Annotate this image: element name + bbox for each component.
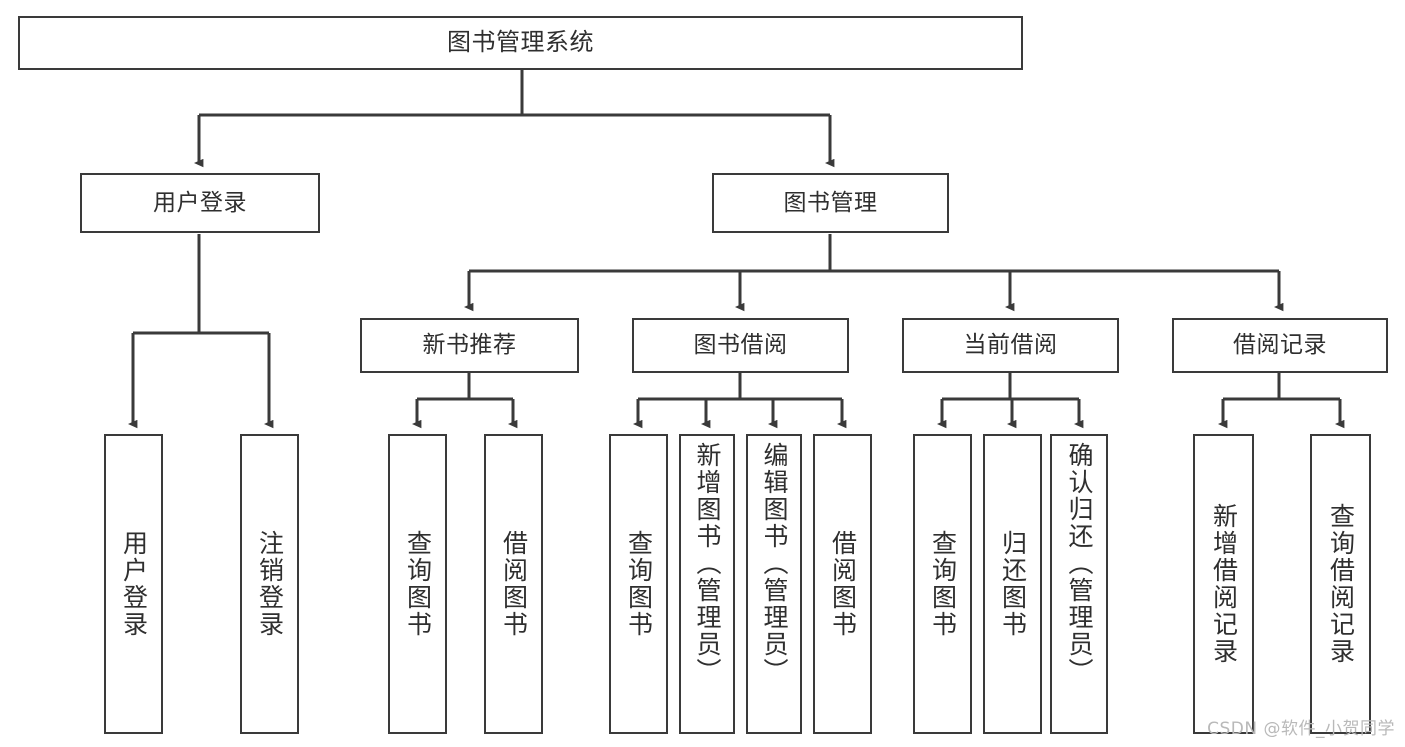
node-user-login-label: 用户登录: [153, 189, 247, 216]
node-leaf-query-book-1[interactable]: 查询图书: [388, 434, 447, 734]
node-leaf-return-book[interactable]: 归还图书: [983, 434, 1042, 734]
node-leaf-query-record[interactable]: 查询借阅记录: [1310, 434, 1371, 734]
node-leaf-return-book-label: 归还图书: [998, 530, 1028, 638]
node-leaf-query-book-2[interactable]: 查询图书: [609, 434, 668, 734]
node-borrow-record-label: 借阅记录: [1233, 332, 1327, 359]
node-leaf-logout-login-label: 注销登录: [255, 530, 285, 638]
node-new-book-recommend[interactable]: 新书推荐: [360, 318, 579, 373]
node-user-login[interactable]: 用户登录: [80, 173, 320, 233]
node-leaf-query-book-3[interactable]: 查询图书: [913, 434, 972, 734]
node-leaf-add-book[interactable]: 新增图书（管理员）: [679, 434, 735, 734]
node-book-borrow[interactable]: 图书借阅: [632, 318, 849, 373]
node-leaf-user-login-label: 用户登录: [119, 530, 149, 638]
node-leaf-query-record-label: 查询借阅记录: [1326, 503, 1356, 665]
node-leaf-borrow-book-2[interactable]: 借阅图书: [813, 434, 872, 734]
node-leaf-add-record[interactable]: 新增借阅记录: [1193, 434, 1254, 734]
node-current-borrow[interactable]: 当前借阅: [902, 318, 1119, 373]
node-root[interactable]: 图书管理系统: [18, 16, 1023, 70]
node-leaf-edit-book-label: 编辑图书（管理员）: [760, 442, 789, 685]
node-current-borrow-label: 当前借阅: [963, 332, 1058, 359]
node-new-book-recommend-label: 新书推荐: [422, 332, 517, 359]
node-book-borrow-label: 图书借阅: [693, 332, 788, 359]
node-root-label: 图书管理系统: [447, 28, 594, 57]
node-leaf-confirm-return[interactable]: 确认归还（管理员）: [1050, 434, 1108, 734]
node-leaf-add-book-label: 新增图书（管理员）: [693, 442, 722, 685]
node-leaf-borrow-book-1-label: 借阅图书: [499, 530, 529, 638]
node-borrow-record[interactable]: 借阅记录: [1172, 318, 1388, 373]
node-leaf-user-login[interactable]: 用户登录: [104, 434, 163, 734]
node-book-management-label: 图书管理: [783, 189, 878, 216]
node-leaf-query-book-2-label: 查询图书: [624, 530, 654, 638]
node-leaf-confirm-return-label: 确认归还（管理员）: [1065, 442, 1094, 685]
node-leaf-add-record-label: 新增借阅记录: [1209, 503, 1239, 665]
node-leaf-query-book-1-label: 查询图书: [403, 530, 433, 638]
node-leaf-borrow-book-1[interactable]: 借阅图书: [484, 434, 543, 734]
node-leaf-borrow-book-2-label: 借阅图书: [828, 530, 858, 638]
node-book-management[interactable]: 图书管理: [712, 173, 949, 233]
node-leaf-edit-book[interactable]: 编辑图书（管理员）: [746, 434, 802, 734]
node-leaf-query-book-3-label: 查询图书: [928, 530, 958, 638]
node-leaf-logout-login[interactable]: 注销登录: [240, 434, 299, 734]
